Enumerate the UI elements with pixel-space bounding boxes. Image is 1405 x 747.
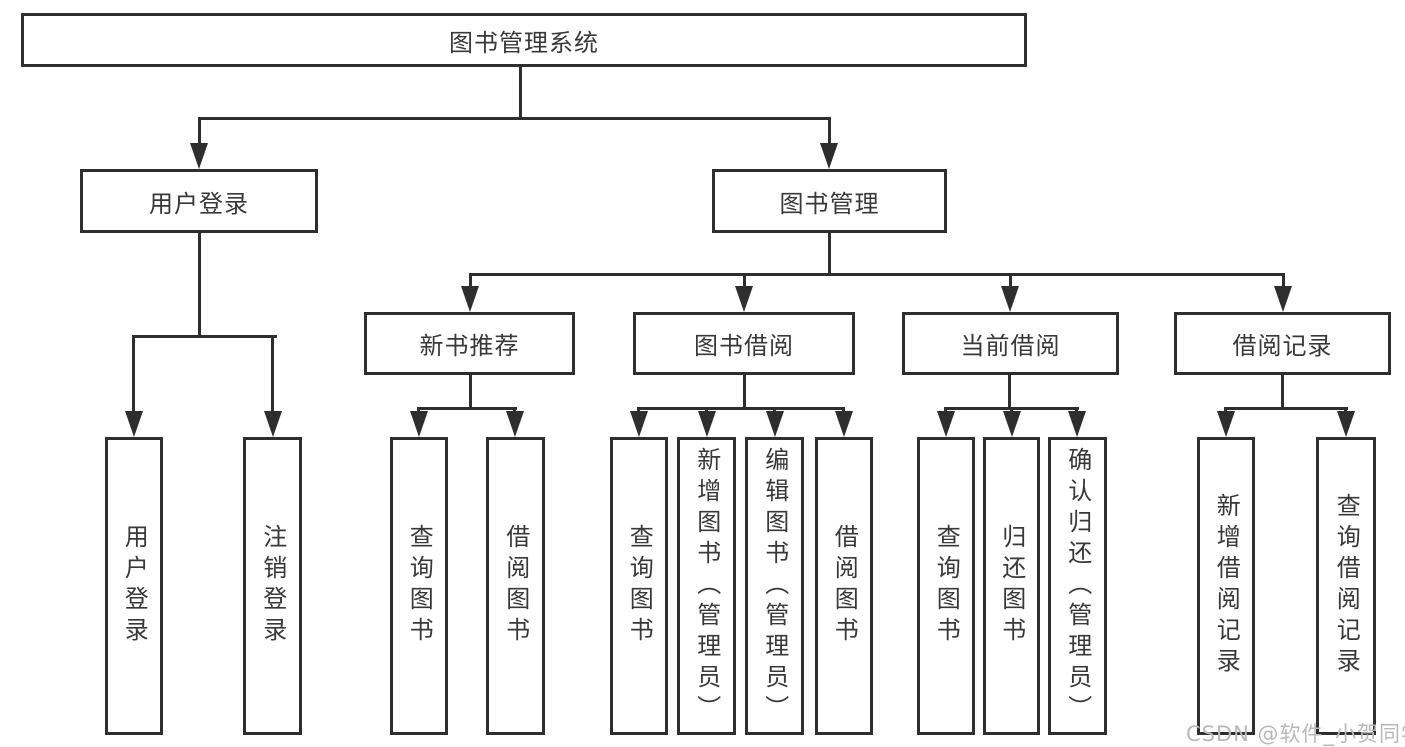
connector-line: [828, 117, 831, 147]
leaf-current-return-books: 归还图书: [983, 437, 1040, 735]
leaf-borrow-edit-books-admin: 编辑图书（管理员）: [745, 437, 804, 735]
connector-line: [132, 335, 135, 413]
watermark-text: CSDN @软件_小贺同学: [1186, 722, 1405, 746]
connector-line: [469, 273, 1285, 276]
node-user-login: 用户登录: [80, 169, 318, 233]
node-root-system: 图书管理系统: [21, 13, 1027, 67]
arrow-down-icon: [835, 411, 853, 437]
arrow-down-icon: [698, 411, 716, 437]
connector-line: [1009, 273, 1012, 289]
connector-line: [1281, 375, 1284, 407]
connector-line: [519, 67, 522, 117]
connector-line: [828, 233, 831, 273]
connector-line: [469, 375, 472, 407]
connector-line: [198, 233, 201, 335]
arrow-down-icon: [735, 286, 753, 312]
arrow-down-icon: [766, 411, 784, 437]
connector-line: [1224, 407, 1348, 410]
arrow-down-icon: [1217, 411, 1235, 437]
arrow-down-icon: [190, 143, 208, 169]
arrow-down-icon: [1001, 286, 1019, 312]
node-current-borrowing: 当前借阅: [902, 312, 1119, 375]
leaf-current-confirm-return-admin: 确认归还（管理员）: [1048, 437, 1107, 735]
connector-line: [271, 335, 274, 413]
arrow-down-icon: [820, 143, 838, 169]
leaf-borrow-borrow-books: 借阅图书: [815, 437, 873, 735]
connector-line: [1008, 375, 1011, 407]
arrow-down-icon: [1274, 286, 1292, 312]
leaf-records-query-record: 查询借阅记录: [1316, 437, 1376, 735]
arrow-down-icon: [410, 411, 428, 437]
arrow-down-icon: [264, 411, 282, 437]
arrow-down-icon: [125, 411, 143, 437]
leaf-borrow-add-books-admin: 新增图书（管理员）: [677, 437, 736, 735]
connector-line: [637, 407, 845, 410]
connector-line: [198, 117, 201, 147]
connector-line: [132, 335, 277, 338]
connector-line: [743, 273, 746, 289]
leaf-logout: 注销登录: [243, 437, 302, 735]
leaf-borrow-query-books: 查询图书: [610, 437, 668, 735]
arrow-down-icon: [1068, 411, 1086, 437]
arrow-down-icon: [506, 411, 524, 437]
connector-line: [417, 407, 517, 410]
connector-line: [1282, 273, 1285, 289]
connector-line: [198, 117, 831, 120]
arrow-down-icon: [461, 286, 479, 312]
arrow-down-icon: [1003, 411, 1021, 437]
leaf-recommend-query-books: 查询图书: [390, 437, 448, 735]
connector-line: [743, 375, 746, 407]
node-book-borrowing: 图书借阅: [633, 312, 855, 375]
leaf-records-add-record: 新增借阅记录: [1197, 437, 1255, 735]
node-book-management: 图书管理: [712, 169, 947, 233]
arrow-down-icon: [1337, 411, 1355, 437]
arrow-down-icon: [630, 411, 648, 437]
leaf-current-query-books: 查询图书: [917, 437, 975, 735]
connector-line: [469, 273, 472, 289]
arrow-down-icon: [937, 411, 955, 437]
leaf-user-login: 用户登录: [105, 437, 163, 735]
leaf-recommend-borrow-books: 借阅图书: [486, 437, 545, 735]
node-new-book-recommend: 新书推荐: [364, 312, 575, 375]
node-borrowing-records: 借阅记录: [1174, 312, 1391, 375]
